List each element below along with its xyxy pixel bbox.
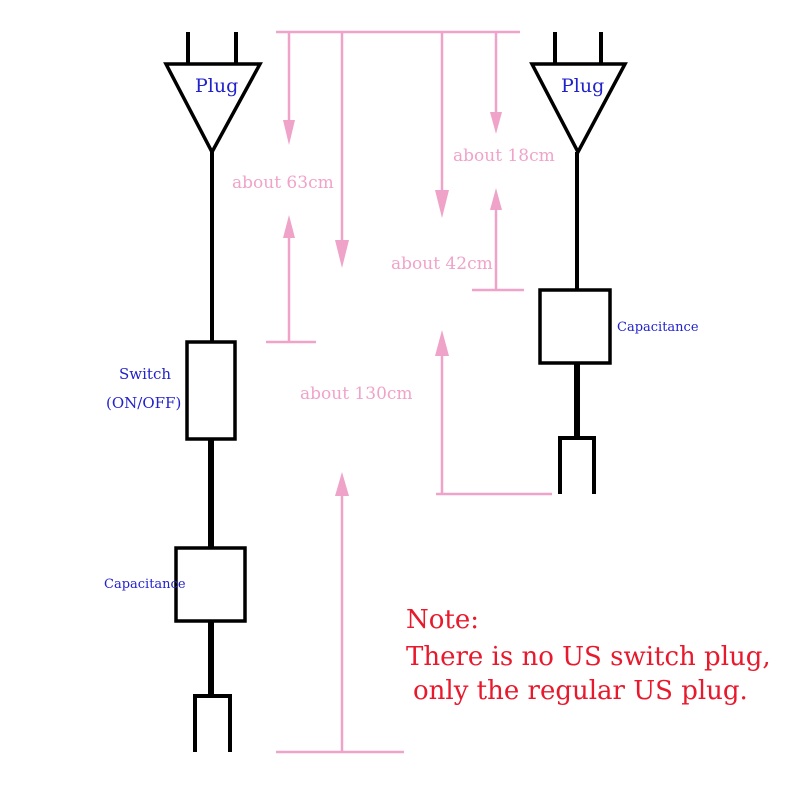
dim-plug-to-capacitance-label: about 18cm	[453, 146, 555, 166]
dim-18-arrowhead-up	[490, 188, 502, 210]
left-switch-box	[185, 340, 237, 441]
left-capacitance-label: Capacitance	[104, 577, 186, 592]
dim-capacitance-to-end-label: about 42cm	[391, 254, 493, 274]
left-switch-state-label: (ON/OFF)	[106, 394, 182, 412]
dim-63-arrowhead-up	[283, 215, 295, 238]
dim-plug-to-switch-label: about 63cm	[232, 173, 334, 193]
right-capacitance-label: Capacitance	[617, 320, 699, 335]
right-capacitance-box	[538, 288, 612, 365]
dim-42-arrowhead-up	[435, 330, 449, 356]
dimension-lines	[266, 30, 552, 754]
note-line-1: There is no US switch plug,	[406, 641, 771, 672]
left-plug-label: Plug	[195, 75, 239, 97]
right-plug-triangle	[529, 62, 628, 156]
dim-130-arrowhead-down	[335, 240, 349, 268]
dim-42-arrowhead-down	[435, 190, 449, 218]
right-plug-label: Plug	[561, 75, 605, 97]
dim-total-length-label: about 130cm	[300, 384, 413, 404]
left-plug-triangle	[163, 62, 263, 156]
note-heading: Note:	[406, 605, 479, 635]
left-switch-label: Switch	[119, 365, 172, 383]
left-capacitance-box	[174, 546, 247, 623]
note-line-2: only the regular US plug.	[413, 676, 748, 706]
left-cord	[163, 32, 263, 752]
dim-130-arrowhead-up	[335, 472, 349, 496]
right-cord	[529, 32, 628, 494]
dim-18-arrowhead-down	[490, 112, 502, 134]
dim-63-arrowhead-down	[283, 120, 295, 145]
note-block: Note: There is no US switch plug, only t…	[406, 604, 771, 708]
